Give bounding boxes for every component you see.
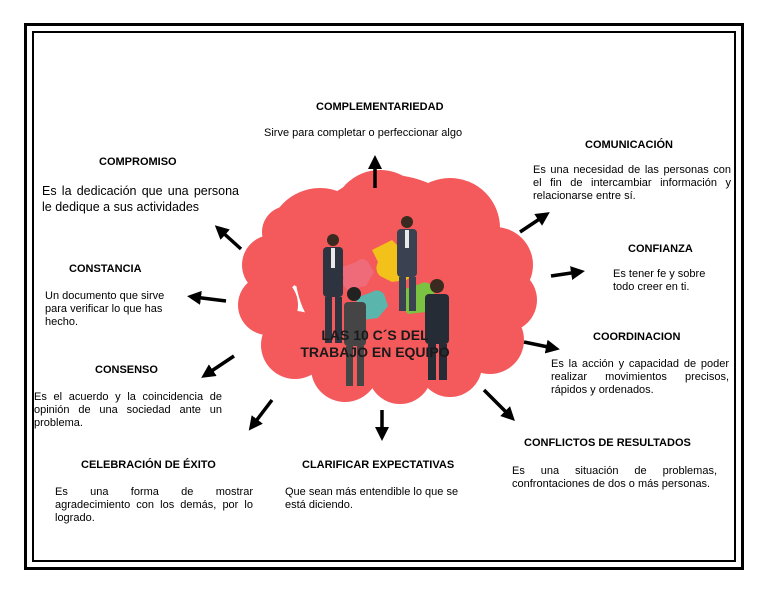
center-title-line2: TRABAJO EN EQUIPO [300,344,450,360]
people-illustration [323,216,449,386]
constancia-title: CONSTANCIA [69,263,142,275]
arrow-confianza [550,266,585,280]
coordinacion-title: COORDINACION [593,331,681,343]
inner-border [32,31,736,562]
comunicacion-text: Es una necesidad de las personas con el … [533,164,731,202]
arrow-celebracion [248,398,274,431]
arrow-constancia [187,290,227,305]
center-cloud [238,170,537,404]
confianza-title: CONFIANZA [628,243,693,255]
compromiso-text: Es la dedicación que una persona le dedi… [42,184,239,214]
comunicacion-title: COMUNICACIÓN [585,139,673,151]
compromiso-title: COMPROMISO [99,156,177,168]
arrow-consenso [201,354,235,378]
outer-border [24,23,744,570]
confianza-text: Es tener fe y sobre todo creer en ti. [613,268,706,293]
arrow-comunicacion [519,212,550,234]
arrow-conflictos [482,388,515,421]
constancia-text: Un documento que sirve para verificar lo… [45,290,165,328]
center-title: LAS 10 C´S DEL TRABAJO EN EQUIPO [285,327,465,361]
conflictos-text: Es una situación de problemas, confronta… [512,465,717,490]
celebracion-title: CELEBRACIÓN DE ÉXITO [81,459,216,471]
clarificar-text: Que sean más entendible lo que se está d… [285,486,459,511]
consenso-title: CONSENSO [95,364,158,376]
celebracion-text: Es una forma de mostrar agradecimiento c… [55,486,253,524]
complementariedad-text: Sirve para completar o perfeccionar algo [264,127,463,139]
person-right [425,279,449,380]
conflictos-title: CONFLICTOS DE RESULTADOS [524,437,691,449]
coordinacion-text: Es la acción y capacidad de poder realiz… [551,358,729,396]
person-center [344,287,366,386]
person-left [323,234,343,343]
complementariedad-title: COMPLEMENTARIEDAD [316,101,444,113]
center-title-line1: LAS 10 C´S DEL [321,327,429,343]
consenso-text: Es el acuerdo y la coincidencia de opini… [34,391,222,429]
person-top-right [397,216,417,311]
clarificar-title: CLARIFICAR EXPECTATIVAS [302,459,455,471]
pink-puzzle-piece [340,259,374,290]
arrow-coordinacion [523,339,560,354]
arrow-compromiso [214,225,243,251]
